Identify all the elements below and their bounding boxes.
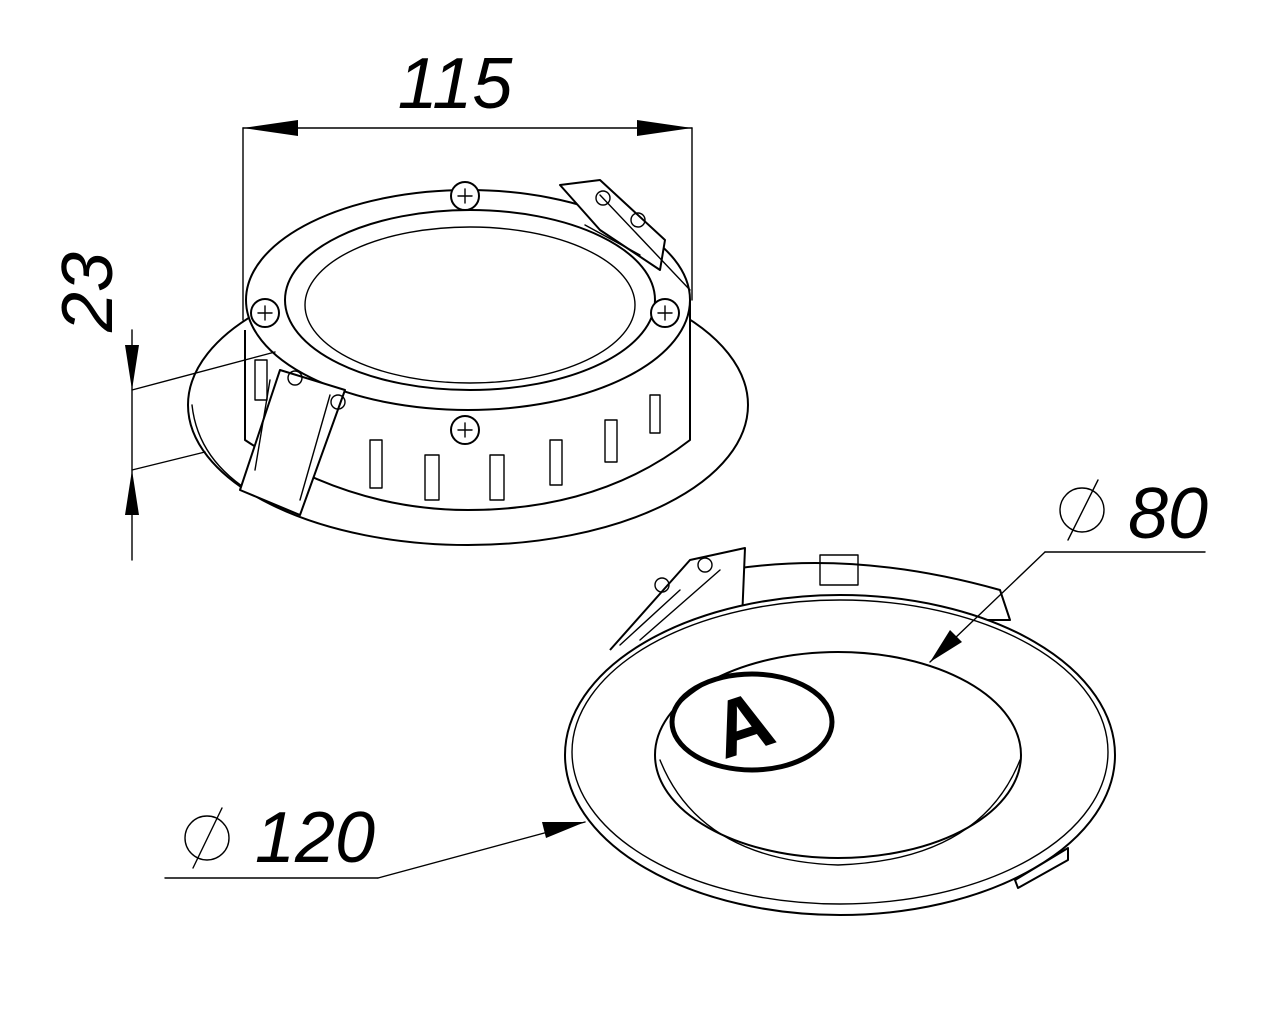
dimension-height: 23 — [48, 252, 276, 561]
center-cover — [304, 226, 636, 384]
screw-right — [650, 298, 680, 328]
dimension-width: 115 — [242, 44, 693, 321]
screw-left — [250, 298, 280, 328]
inner-diameter-label: 80 — [1128, 474, 1208, 554]
front-trim-edge — [571, 599, 1109, 905]
luminaire-front-view: A — [564, 547, 1116, 916]
spring-clip-right — [559, 179, 691, 291]
diffuser — [654, 651, 1022, 859]
luminaire-rear-view — [187, 179, 749, 546]
front-trim-outer — [564, 594, 1116, 916]
dimension-inner-diameter: 80 — [929, 474, 1208, 663]
dimension-outer-diameter: 120 — [164, 798, 586, 879]
screw-bottom — [450, 415, 480, 445]
height-label: 23 — [48, 252, 128, 333]
width-label: 115 — [398, 44, 514, 124]
housing-ribs — [254, 359, 661, 501]
outer-diameter-label: 120 — [255, 798, 375, 878]
screw-top — [450, 181, 480, 211]
spring-clip-left — [239, 369, 346, 516]
